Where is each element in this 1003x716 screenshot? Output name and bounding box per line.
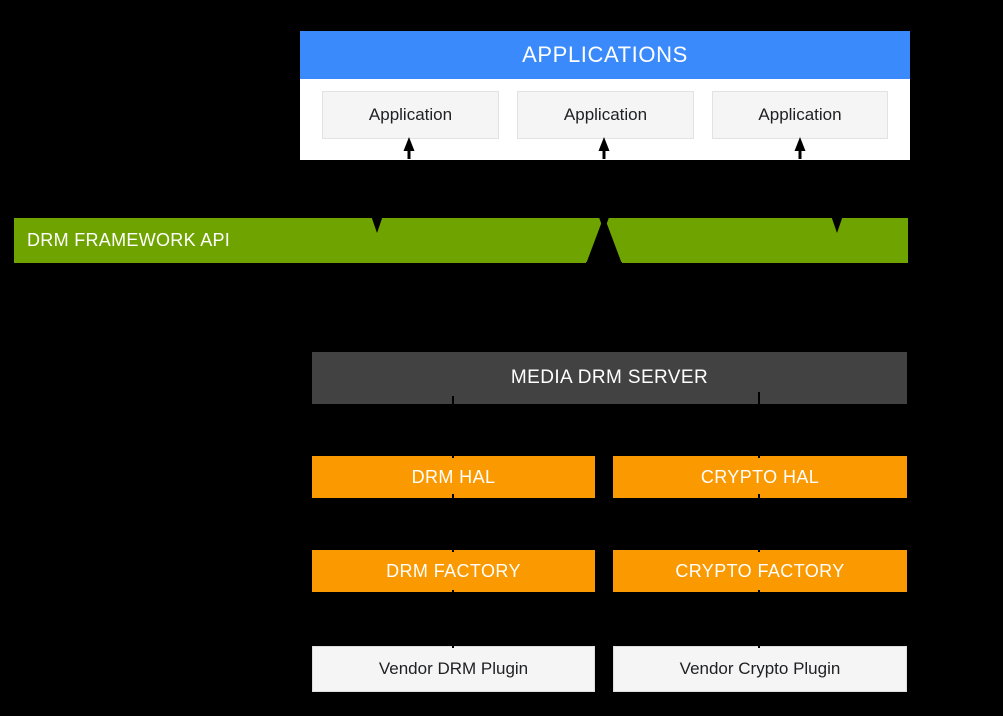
link-crypto-factory-to-crypto-plugin — [758, 590, 760, 648]
crypto-hal-box: CRYPTO HAL — [613, 456, 907, 498]
vendor-drm-plugin-box: Vendor DRM Plugin — [312, 646, 595, 692]
application-box-2[interactable]: Application — [517, 91, 694, 139]
application-box-3[interactable]: Application — [712, 91, 888, 139]
application-box-1[interactable]: Application — [322, 91, 499, 139]
applications-panel: APPLICATIONS Application Application App… — [300, 31, 910, 160]
crypto-factory-box: CRYPTO FACTORY — [613, 550, 907, 592]
drm-factory-box: DRM FACTORY — [312, 550, 595, 592]
vendor-crypto-plugin-box: Vendor Crypto Plugin — [613, 646, 907, 692]
link-drm-factory-to-drm-plugin — [452, 590, 454, 648]
drm-framework-api-bar: DRM FRAMEWORK API — [14, 218, 908, 263]
link-crypto-hal-to-crypto-factory — [758, 494, 760, 552]
link-drm-hal-to-drm-factory — [452, 494, 454, 552]
drm-hal-box: DRM HAL — [312, 456, 595, 498]
applications-header: APPLICATIONS — [300, 31, 910, 79]
media-drm-server-box: MEDIA DRM SERVER — [312, 352, 907, 404]
link-server-to-drm-hal — [452, 396, 454, 458]
